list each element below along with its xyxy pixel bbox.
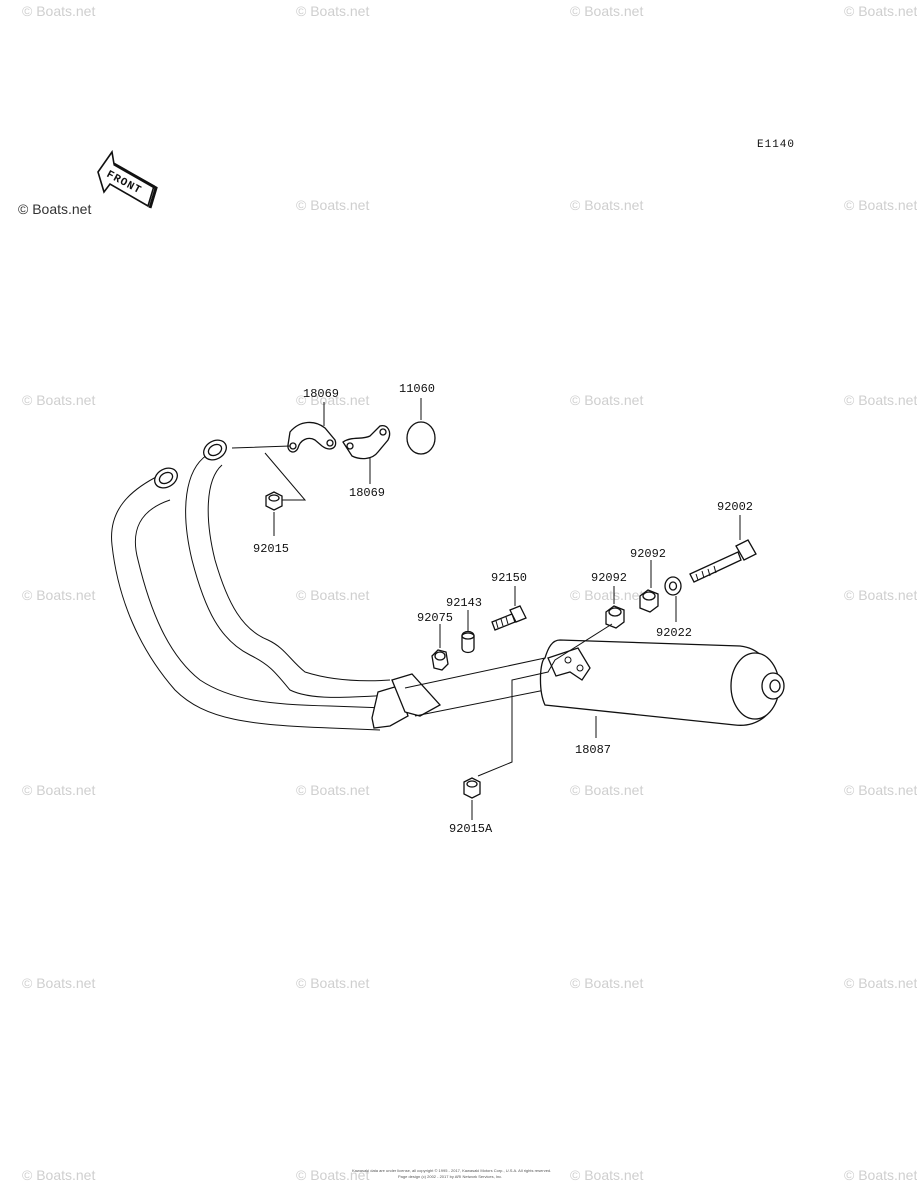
watermark: © Boats.net [844,782,917,798]
part-92015A-nut [463,777,481,799]
watermark-grid: © Boats.net © Boats.net © Boats.net © Bo… [22,3,917,1183]
diagram-code: E1140 [757,139,795,151]
washer-hole [668,581,678,591]
leader-line [477,623,613,777]
label-92002: 92002 [717,500,753,514]
watermark: © Boats.net [570,1167,643,1183]
part-18069-clamp-top [287,421,337,453]
part-92150-bolt [491,605,527,631]
watermark: © Boats.net [844,392,917,408]
watermark: © Boats.net [296,975,369,991]
label-92150: 92150 [491,571,527,585]
watermark-dark: © Boats.net [18,201,91,217]
watermark: © Boats.net [22,392,95,408]
watermark: © Boats.net [296,1167,369,1183]
part-92002-bolt [689,539,757,583]
watermark: © Boats.net [844,975,917,991]
watermark: © Boats.net [296,392,369,408]
watermark: © Boats.net [22,587,95,603]
front-arrow-icon: FRONT [97,149,158,209]
watermark: © Boats.net [844,197,917,213]
part-92092-damper-lower [605,605,625,629]
label-11060: 11060 [399,382,435,396]
copyright-line-2: Page design (c) 2002 - 2017 by ARI Netwo… [398,1174,502,1179]
leader-line [231,445,307,501]
label-92075: 92075 [417,611,453,625]
watermark: © Boats.net [570,3,643,19]
watermark: © Boats.net [296,3,369,19]
part-92075-rubber-damper [431,649,449,671]
label-18069-bottom: 18069 [349,486,385,500]
watermark: © Boats.net [570,782,643,798]
part-18069-clamp-bottom [342,425,391,460]
watermark: © Boats.net [570,587,643,603]
label-18069-top: 18069 [303,387,339,401]
part-92143-collar [461,630,475,654]
label-92022: 92022 [656,626,692,640]
watermark: © Boats.net [844,3,917,19]
watermark: © Boats.net [570,975,643,991]
watermark: © Boats.net [296,587,369,603]
label-18087: 18087 [575,743,611,757]
part-92015-nut [265,491,283,511]
exhaust-header-pipes [111,439,546,731]
part-11060-gasket [406,421,436,455]
copyright-line-1: Kawasaki data are under license, all cop… [352,1168,551,1173]
watermark: © Boats.net [22,782,95,798]
label-92143: 92143 [446,596,482,610]
watermark: © Boats.net [22,1167,95,1183]
watermark: © Boats.net [22,975,95,991]
watermark: © Boats.net [570,197,643,213]
watermark: © Boats.net [570,392,643,408]
label-92015A: 92015A [449,822,493,836]
label-92092-lower: 92092 [591,571,627,585]
label-92015: 92015 [253,542,289,556]
watermark: © Boats.net [844,587,917,603]
watermark: © Boats.net [296,782,369,798]
watermark: © Boats.net [844,1167,917,1183]
watermark: © Boats.net [22,3,95,19]
part-92092-damper-upper [639,589,659,613]
watermark: © Boats.net [296,197,369,213]
label-92092-upper: 92092 [630,547,666,561]
part-18087-muffler [539,639,785,726]
